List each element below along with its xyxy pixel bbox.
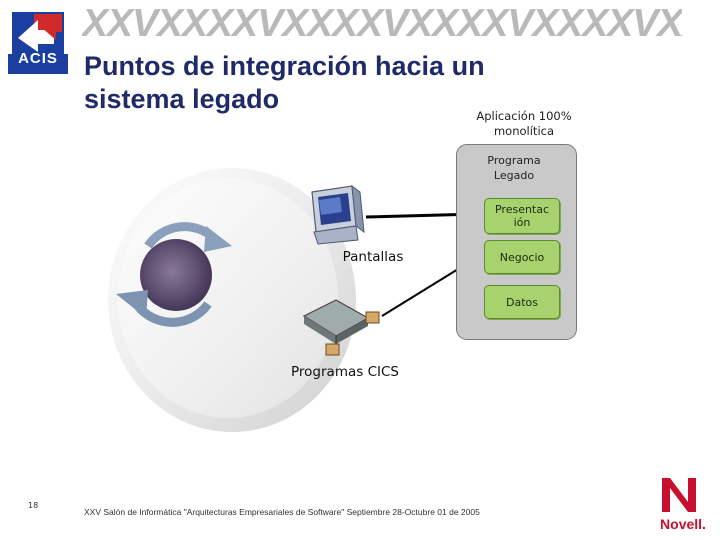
page-number: 18: [28, 501, 39, 510]
data-layer-label: Datos: [506, 295, 538, 309]
presentation-layer-line2: ión: [513, 216, 531, 229]
network-nodes-icon: [302, 299, 380, 356]
monitor-icon: [311, 184, 365, 245]
business-layer: Negocio: [484, 240, 560, 274]
slide-title-line1: Puntos de integración hacia un: [84, 51, 485, 81]
acis-logo-text: ACIS: [18, 50, 58, 67]
data-layer: Datos: [484, 285, 560, 319]
legacy-program-label-line1: Programa: [487, 154, 541, 167]
business-layer-label: Negocio: [499, 250, 545, 264]
screens-label: Pantallas: [342, 249, 404, 265]
application-label: Aplicación 100% monolítica: [456, 109, 592, 139]
slide-title-line2: sistema legado: [84, 84, 280, 114]
application-label-line2: monolítica: [493, 124, 555, 138]
footer-text: XXV Salón de Informática "Arquitecturas …: [84, 507, 480, 517]
novell-logo-text: Novell.: [660, 516, 706, 532]
acis-logo: [8, 8, 68, 74]
presentation-layer-line1: Presentac: [494, 203, 550, 216]
cycle-sphere-graphic: [108, 168, 356, 432]
legacy-program-label: Programa Legado: [472, 153, 556, 183]
event-banner: XXVXXXXVXXXXVXXXXVXXXXVXXXXVXXXXVXXXXV: [82, 2, 682, 42]
application-label-line1: Aplicación 100%: [476, 109, 572, 123]
cics-programs-label: Programas CICS: [291, 364, 399, 380]
slide-title: Puntos de integración hacia un sistema l…: [84, 50, 604, 116]
presentation-layer: Presentac ión: [484, 198, 560, 234]
novell-logo-icon: [662, 478, 696, 512]
legacy-program-label-line2: Legado: [493, 169, 535, 182]
